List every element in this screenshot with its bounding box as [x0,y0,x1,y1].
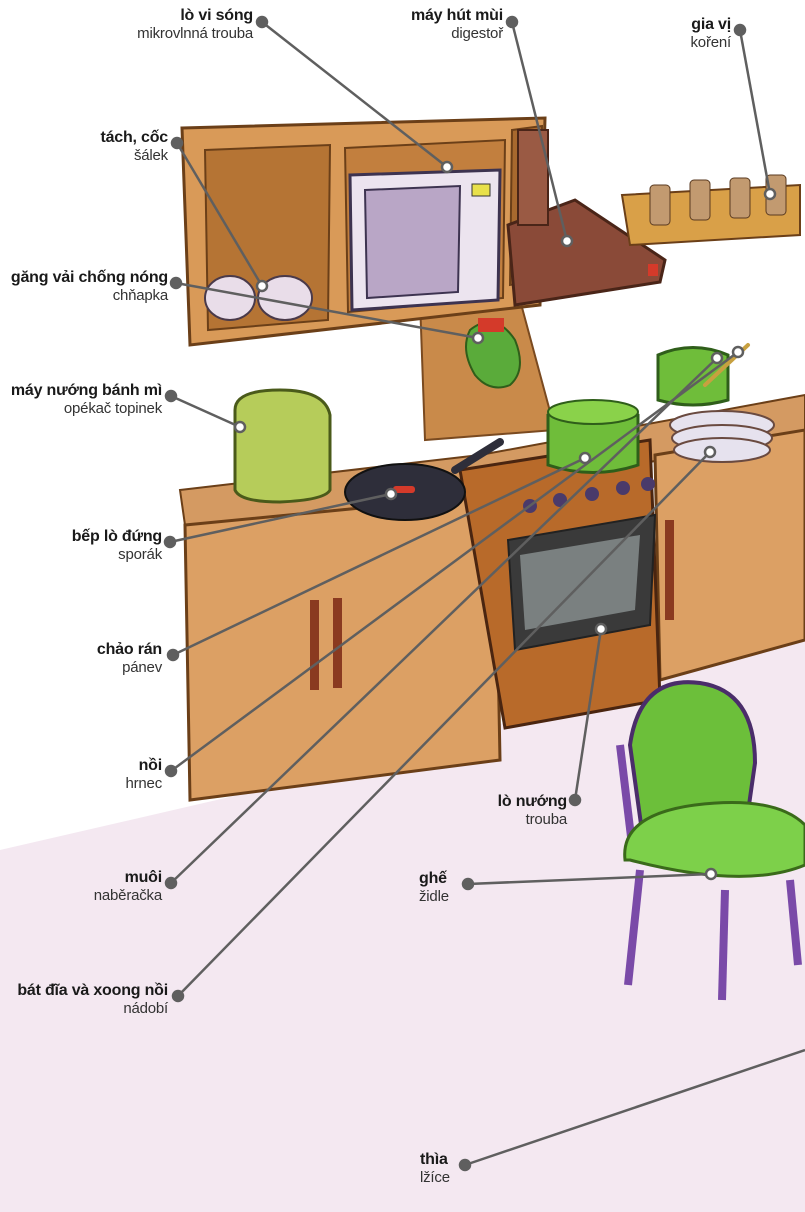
label-mitt: găng vải chống nóng chňapka [11,269,168,305]
dishes [670,411,774,462]
label-hood-vi: máy hút mùi [411,7,503,25]
label-pan-cz: pánev [97,659,162,676]
label-spoon-vi: thìa [420,1151,450,1169]
microwave [350,170,500,310]
toaster [235,390,330,502]
label-spoon: thìa lžíce [420,1151,450,1187]
label-mitt-vi: găng vải chống nóng [11,269,168,287]
label-toaster-vi: máy nướng bánh mì [11,382,162,400]
label-mitt-cz: chňapka [11,287,168,304]
leader-toaster [171,396,240,427]
label-cup-cz: šálek [100,147,168,164]
label-pot: nồi hrnec [125,757,162,793]
label-chair-vi: ghế [419,870,449,888]
label-ladle-vi: muôi [94,869,162,887]
label-hood: máy hút mùi digestoř [411,7,503,43]
label-chair: ghế židle [419,870,449,906]
label-ladle: muôi naběračka [94,869,162,905]
label-hood-cz: digestoř [411,25,503,42]
spice-rack [622,175,800,245]
label-pan: chảo rán pánev [97,641,162,677]
label-spices-vi: gia vị [691,16,732,34]
label-spices: gia vị koření [691,16,732,52]
label-dishes: bát đĩa và xoong nồi nádobí [17,982,168,1018]
label-spices-cz: koření [691,34,732,51]
label-stove-vi: bếp lò đứng [72,528,162,546]
label-chair-cz: židle [419,888,449,905]
label-stove-cz: sporák [72,546,162,563]
label-toaster-cz: opékač topinek [11,400,162,417]
label-oven-vi: lò nướng [498,793,567,811]
label-stove: bếp lò đứng sporák [72,528,162,564]
label-pot-cz: hrnec [125,775,162,792]
leader-spices [740,30,770,194]
label-ladle-cz: naběračka [94,887,162,904]
label-spoon-cz: lžíce [420,1169,450,1186]
label-oven-cz: trouba [498,811,567,828]
label-dishes-cz: nádobí [17,1000,168,1017]
label-microwave-cz: mikrovlnná trouba [137,25,253,42]
label-microwave-vi: lò vi sóng [137,7,253,25]
label-pan-vi: chảo rán [97,641,162,659]
label-toaster: máy nướng bánh mì opékač topinek [11,382,162,418]
label-pot-vi: nồi [125,757,162,775]
label-microwave: lò vi sóng mikrovlnná trouba [137,7,253,43]
label-oven: lò nướng trouba [498,793,567,829]
label-dishes-vi: bát đĩa và xoong nồi [17,982,168,1000]
label-cup: tách, cốc šálek [100,129,168,165]
label-cup-vi: tách, cốc [100,129,168,147]
